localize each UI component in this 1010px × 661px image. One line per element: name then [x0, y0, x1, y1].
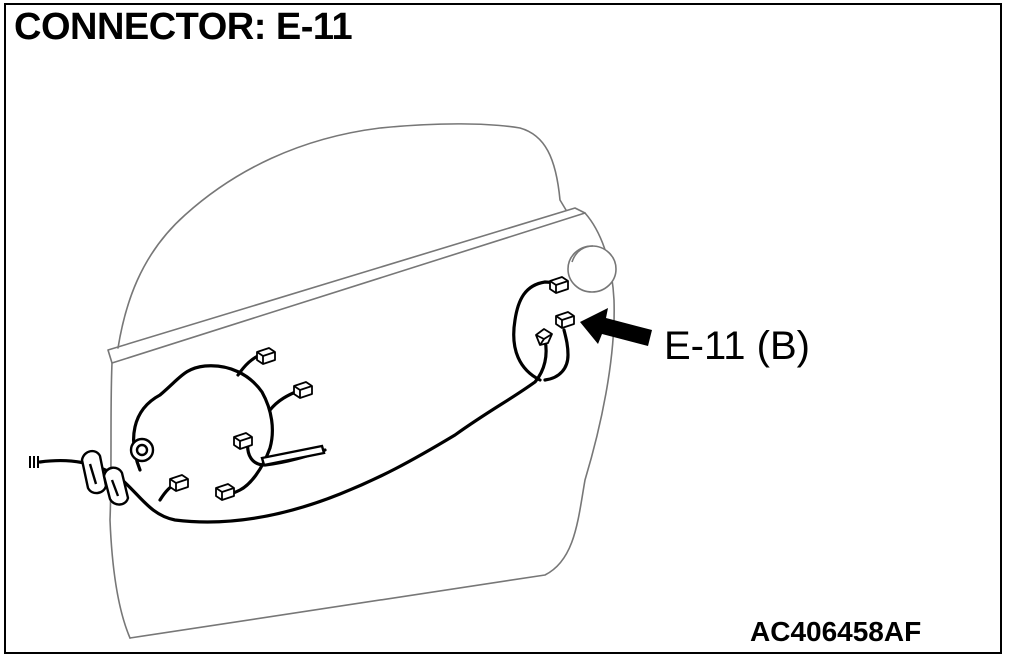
arrow-left-icon [580, 308, 652, 346]
connector-e11 [555, 311, 575, 329]
connector-rear-lower [535, 328, 553, 346]
connector-center [233, 432, 253, 450]
connector-upper-left [256, 347, 276, 365]
harness-left-loop [132, 364, 274, 497]
door-rear-edge [129, 212, 615, 639]
cable-end-hash [29, 456, 39, 468]
grommet-clip-icon [129, 437, 155, 463]
connector-lower-left [169, 474, 189, 492]
connector-callout-label: E-11 (B) [664, 324, 810, 368]
connector-lower-center [215, 483, 235, 501]
connector-rear-top [549, 276, 569, 294]
door-lock-cylinder [567, 245, 617, 293]
harness-tape-tail [260, 444, 326, 467]
diagram-frame [4, 3, 1002, 654]
page-title: CONNECTOR: E-11 [14, 6, 353, 48]
grommet-icon [80, 449, 130, 506]
door-window-frame [117, 123, 567, 349]
harness-rear-riser [512, 280, 560, 382]
connector-icon [169, 276, 575, 501]
door-panel [107, 123, 615, 639]
connector-upper-right [293, 381, 313, 399]
harness-rear-e11-run [543, 328, 570, 382]
figure-id: AC406458AF [750, 616, 922, 647]
door-front-edge [109, 362, 131, 639]
